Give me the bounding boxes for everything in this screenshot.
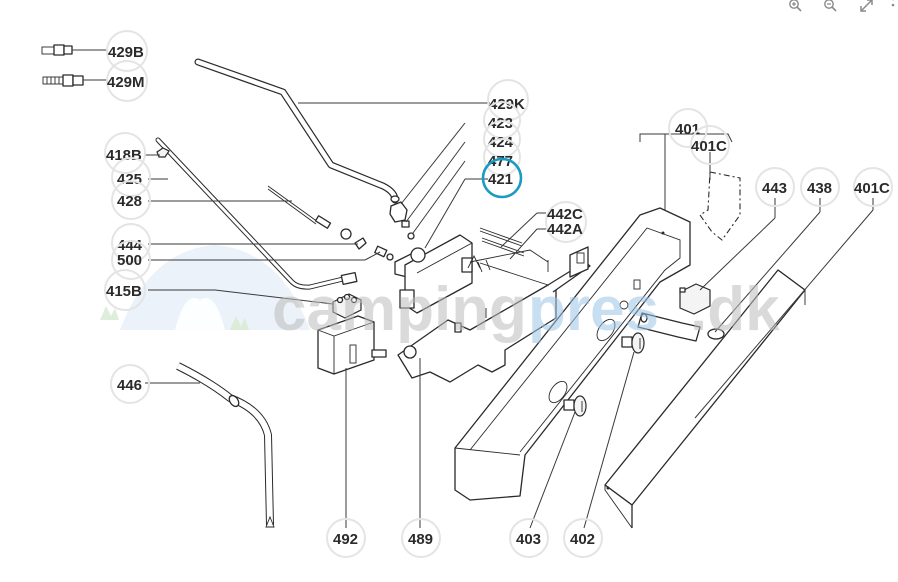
callout-label: 429B xyxy=(108,44,144,61)
callout-443[interactable]: 443 xyxy=(755,167,795,207)
part-415B-connector[interactable] xyxy=(332,293,362,319)
part-477-washer[interactable] xyxy=(407,232,415,240)
fullscreen-button[interactable] xyxy=(858,0,876,14)
callout-415B[interactable]: 415B xyxy=(104,269,146,311)
callout-label: 446 xyxy=(117,377,142,394)
callout-429M[interactable]: 429M xyxy=(106,60,148,102)
part-429M-fitting[interactable] xyxy=(42,74,108,87)
zoom-in-icon xyxy=(789,0,802,12)
part-489-bracket[interactable] xyxy=(397,246,591,390)
callout-489[interactable]: 489 xyxy=(401,518,441,558)
callout-428[interactable]: 428 xyxy=(111,180,151,220)
expand-icon xyxy=(860,0,873,12)
callout-label: 438 xyxy=(807,180,832,197)
callout-429B[interactable]: 429B xyxy=(106,30,148,72)
part-443-switch[interactable] xyxy=(679,283,711,315)
callout-401C-end-cap[interactable]: 401C xyxy=(690,125,730,165)
callout-label: 443 xyxy=(762,180,787,197)
part-429B-fitting[interactable] xyxy=(41,44,108,56)
callout-477[interactable]: 477 xyxy=(483,138,521,176)
callout-421[interactable]: 421 xyxy=(481,157,523,199)
callout-label: 401C xyxy=(691,138,727,155)
callout-442C[interactable]: 442C xyxy=(545,201,587,243)
callout-label: 403 xyxy=(516,531,541,548)
part-438-piezo-igniter[interactable] xyxy=(637,312,725,342)
watermark-tent-icon xyxy=(120,245,310,330)
callout-500[interactable]: 500 xyxy=(111,240,151,280)
callout-label: 418B xyxy=(106,147,142,164)
part-401-control-panel[interactable] xyxy=(454,207,691,501)
part-428-thermocouple[interactable] xyxy=(267,185,352,240)
part-442-rods[interactable] xyxy=(479,227,525,257)
part-446-tube[interactable] xyxy=(176,362,275,528)
callout-label: 500 xyxy=(117,252,142,269)
callout-label: 477 xyxy=(488,153,513,170)
more-vertical-icon xyxy=(891,0,895,7)
watermark-graphic xyxy=(100,245,310,330)
more-options-button[interactable] xyxy=(888,0,898,14)
callout-label: 401 xyxy=(675,121,700,138)
callout-label: 442A xyxy=(547,221,583,238)
callout-label: 492 xyxy=(333,531,358,548)
callout-label: 423 xyxy=(488,115,513,132)
callout-label: 442C xyxy=(547,206,583,223)
callout-label: 424 xyxy=(488,134,514,151)
callout-label: 401C xyxy=(854,180,890,197)
callout-label: 415B xyxy=(106,283,142,300)
selected-indicator xyxy=(481,157,523,199)
part-492-ignition-block[interactable] xyxy=(317,315,387,375)
part-402-knob[interactable] xyxy=(621,332,645,354)
callout-429K[interactable]: 429K xyxy=(487,79,529,121)
callout-label: 421 xyxy=(488,171,513,188)
part-444-jet[interactable] xyxy=(354,237,367,250)
callout-442A[interactable]: 442A xyxy=(547,221,583,238)
callout-403[interactable]: 403 xyxy=(509,518,549,558)
part-423-nut[interactable] xyxy=(389,201,408,223)
callout-446[interactable]: 446 xyxy=(110,364,150,404)
part-429K-gas-pipe[interactable] xyxy=(194,58,400,204)
callout-402[interactable]: 402 xyxy=(563,518,603,558)
part-401C-end-cap[interactable] xyxy=(699,171,741,241)
callout-425[interactable]: 425 xyxy=(111,157,151,197)
callout-438[interactable]: 438 xyxy=(800,167,840,207)
callout-label: 425 xyxy=(117,171,142,188)
zoom-in-button[interactable] xyxy=(787,0,805,14)
part-425-rod[interactable] xyxy=(155,137,358,290)
zoom-out-icon xyxy=(824,0,837,12)
callout-424[interactable]: 424 xyxy=(483,120,521,158)
callout-label: 429M xyxy=(107,74,145,91)
callout-418B[interactable]: 418B xyxy=(104,132,146,174)
part-gas-valve-assembly[interactable] xyxy=(394,234,473,314)
callout-label: 402 xyxy=(570,531,595,548)
part-500-injector[interactable] xyxy=(374,245,394,261)
callout-label: 489 xyxy=(408,531,433,548)
zoom-out-button[interactable] xyxy=(822,0,840,14)
callout-401C-trim[interactable]: 401C xyxy=(853,167,893,207)
callout-492[interactable]: 492 xyxy=(326,518,366,558)
part-424-ferrule[interactable] xyxy=(401,220,410,228)
callout-label: 428 xyxy=(117,193,142,210)
part-403-knob[interactable] xyxy=(563,395,587,417)
